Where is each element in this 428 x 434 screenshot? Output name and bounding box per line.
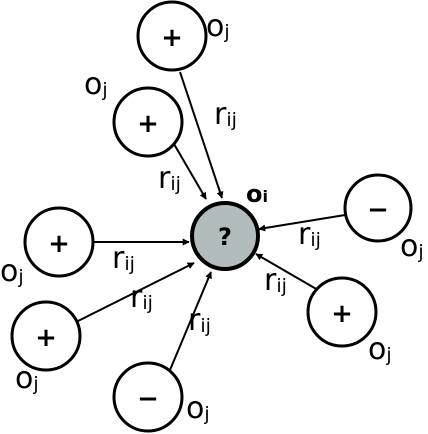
sign-plus-icon: +: [137, 109, 159, 139]
sign-plus-icon: +: [35, 323, 57, 353]
neighbor-node-right-top: − oj: [343, 173, 424, 264]
neighbor-label: oj: [186, 391, 210, 426]
sign-minus-icon: −: [137, 384, 159, 414]
sign-minus-icon: −: [367, 195, 389, 225]
sign-plus-icon: +: [161, 23, 183, 53]
neighbor-label: oj: [15, 361, 39, 396]
neighbor-label: oj: [84, 67, 108, 102]
center-node: ? oi: [190, 180, 268, 271]
neighbor-node-upper-left: + oj: [84, 67, 184, 158]
edge-label: rij: [298, 217, 321, 252]
sign-plus-icon: +: [48, 229, 70, 259]
neighbor-node-top: + oj: [136, 0, 230, 72]
center-symbol: ?: [218, 223, 232, 251]
edge-label: rij: [130, 280, 153, 315]
edge-label: rij: [158, 161, 181, 196]
edge-label: rij: [214, 97, 237, 132]
neighbor-node-lower-left: + oj: [10, 300, 82, 396]
neighbor-label: oj: [206, 9, 230, 44]
edge-right-bottom: [255, 253, 319, 291]
neighbor-node-right-bottom: + oj: [306, 276, 392, 367]
edge-lower-left: [75, 262, 195, 323]
edge-label: rij: [112, 241, 135, 276]
edge-bottom: [169, 271, 212, 371]
neighbor-node-bottom: − oj: [112, 361, 210, 433]
edge-labels: rij rij rij rij rij rij rij: [112, 97, 321, 338]
edge-right-top: [258, 214, 346, 232]
neighbor-label: oj: [368, 332, 392, 367]
edge-label: rij: [188, 303, 211, 338]
edge-label: rij: [264, 263, 287, 298]
edge-upper-left: [173, 143, 207, 200]
edge-top: [179, 71, 224, 199]
neighbor-label: oj: [400, 229, 424, 264]
center-label: oi: [246, 180, 268, 208]
neighbor-label: oj: [0, 254, 24, 289]
sign-plus-icon: +: [331, 299, 353, 329]
neighbor-node-left: + oj: [0, 206, 95, 289]
edges: [75, 71, 346, 371]
